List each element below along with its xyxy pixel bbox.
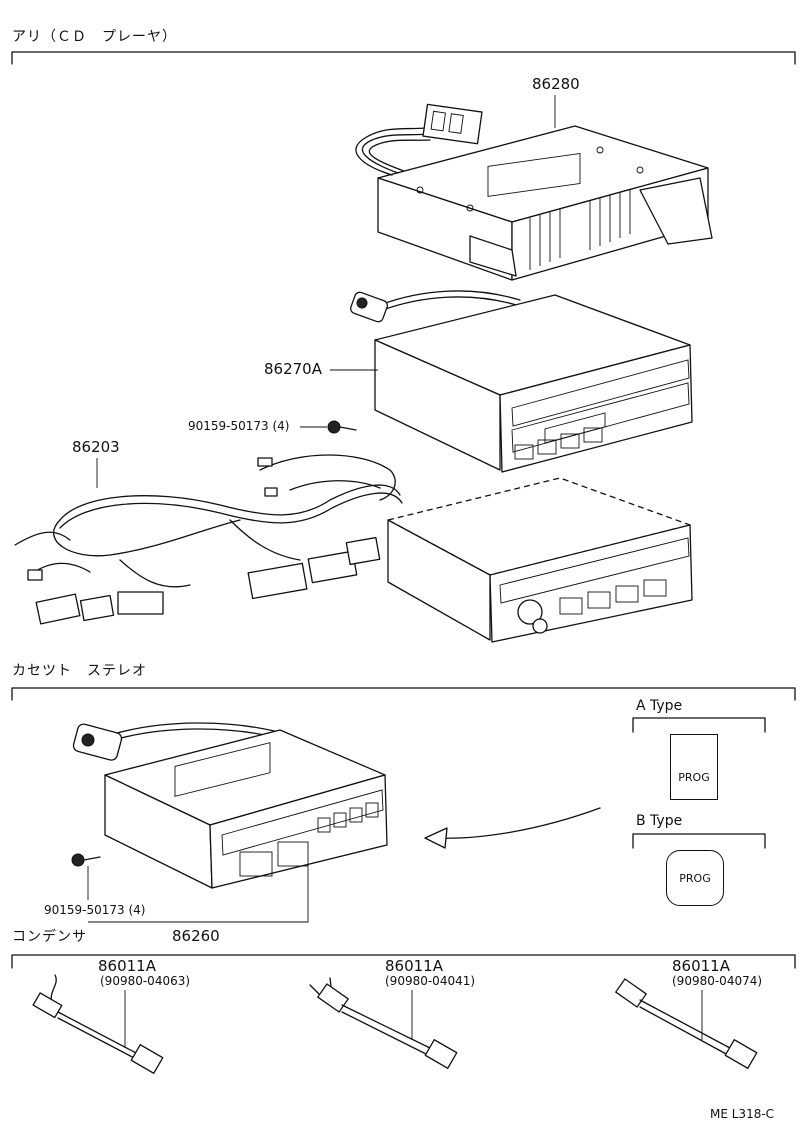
section-title-cd-player: アリ（ＣＤ プレーヤ） xyxy=(12,29,177,45)
condenser-2-sub: (90980-04041) xyxy=(385,974,476,988)
condenser-3-sub: (90980-04074) xyxy=(672,974,763,988)
condenser-3-part: 86011A xyxy=(672,957,730,975)
part-label-screw-cassette: 90159-50173 (4) xyxy=(44,903,146,917)
type-b-prog-text: PROG xyxy=(679,871,711,885)
condenser-2 xyxy=(309,977,458,1069)
diagram-code: ME L318-C xyxy=(710,1107,775,1121)
part-label-cassette-stereo: 86260 xyxy=(172,927,220,945)
section-title-cassette-stereo: カセツト ステレオ xyxy=(12,663,147,679)
cassette-stereo-unit xyxy=(71,722,388,923)
part-label-amplifier: 86280 xyxy=(532,75,580,93)
radio-body-dashed xyxy=(387,477,693,643)
type-a-prog-text: PROG xyxy=(678,770,710,784)
amplifier-unit xyxy=(355,95,713,281)
part-label-wire-harness: 86203 xyxy=(72,438,120,456)
section-title-condenser: コンデンサ xyxy=(12,929,87,945)
wire-harness xyxy=(14,454,403,625)
section-bracket-cd xyxy=(11,51,796,65)
type-a-label: A Type xyxy=(636,698,683,714)
cd-player-unit xyxy=(300,290,693,473)
type-variants xyxy=(424,717,766,849)
condenser-1-part: 86011A xyxy=(98,957,156,975)
section-bracket-condenser xyxy=(11,954,796,969)
part-label-cd-player: 86270A xyxy=(264,360,322,378)
type-b-label: B Type xyxy=(636,813,683,829)
condenser-3 xyxy=(615,978,758,1069)
type-b-prog-button: PROG xyxy=(666,850,724,906)
section-bracket-cassette xyxy=(11,687,796,701)
condenser-2-part: 86011A xyxy=(385,957,443,975)
condenser-1 xyxy=(32,974,164,1074)
condenser-1-sub: (90980-04063) xyxy=(100,974,191,988)
type-a-prog-button: PROG xyxy=(670,734,718,800)
part-label-screw-cd: 90159-50173 (4) xyxy=(188,419,290,433)
